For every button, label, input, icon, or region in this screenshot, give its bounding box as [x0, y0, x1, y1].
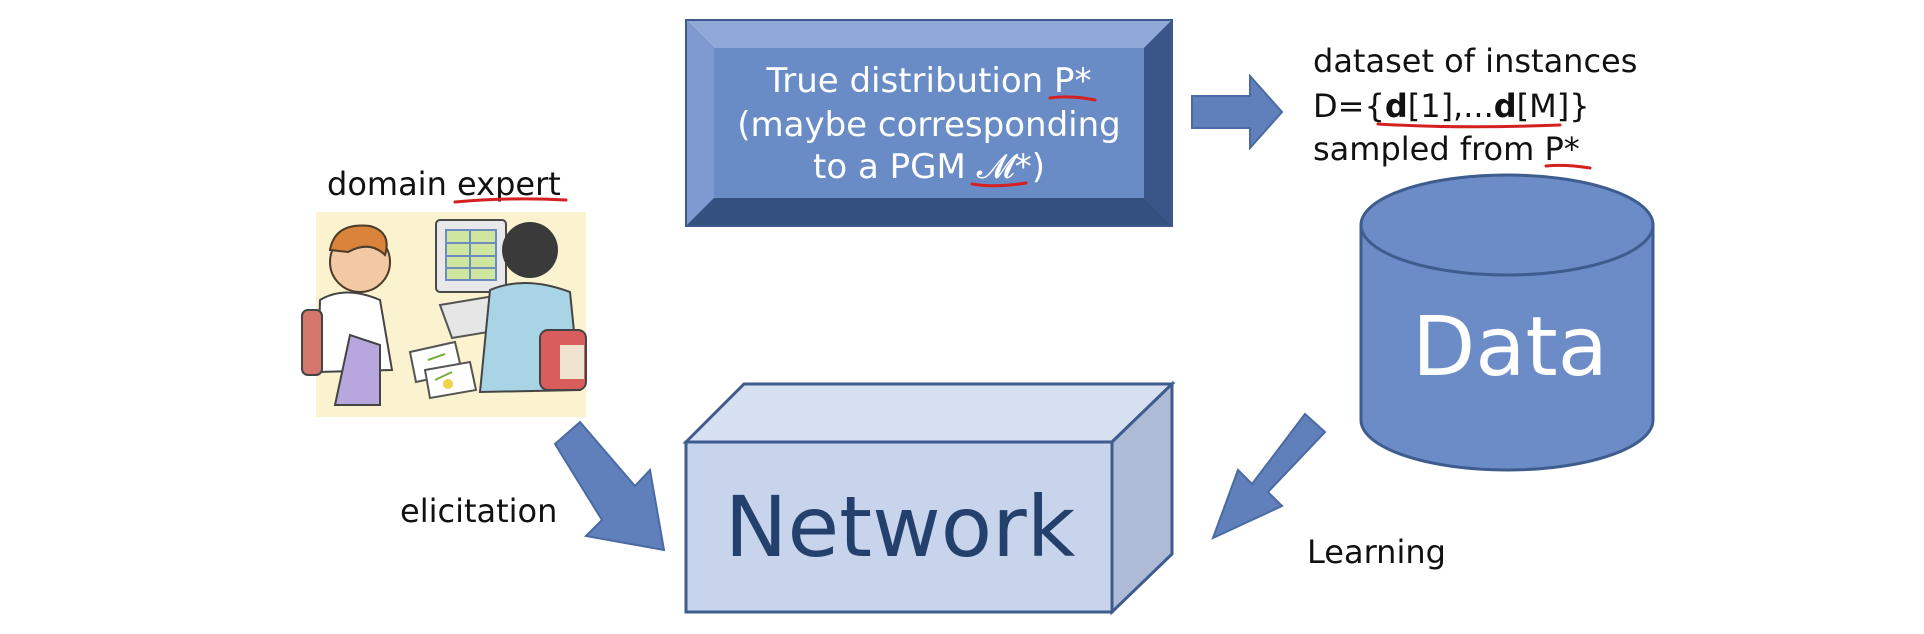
data-label: Data — [1412, 300, 1608, 395]
underline-p-star-top — [1048, 95, 1097, 102]
dataset-line3: sampled from P* — [1313, 130, 1580, 168]
network-label: Network — [725, 478, 1076, 576]
m-star-label: 𝓜* — [977, 147, 1032, 187]
dataset-line1: dataset of instances — [1313, 42, 1637, 80]
dataset-line2: D={d[1],...d[M]} — [1313, 87, 1590, 125]
clipart-people-at-computer-icon — [301, 212, 587, 417]
elicitation-arrow — [553, 420, 666, 552]
true-distribution-line1: True distribution P* — [765, 61, 1091, 101]
true-distribution-line2: (maybe corresponding — [737, 105, 1120, 145]
data-cylinder — [1359, 173, 1655, 472]
learning-arrow — [1211, 412, 1327, 540]
p-star-label: P* — [1054, 61, 1092, 101]
network-box — [682, 380, 1176, 616]
elicitation-label: elicitation — [400, 492, 557, 530]
learning-label: Learning — [1307, 533, 1446, 571]
true-distribution-line3: to a PGM 𝓜*) — [813, 147, 1045, 187]
right-arrow — [1191, 73, 1284, 151]
underline-p-star-right — [1544, 163, 1592, 170]
underline-dataset — [1376, 122, 1562, 129]
underline-expert — [453, 197, 568, 204]
domain-expert-label: domain expert — [327, 165, 561, 203]
underline-m-star — [970, 181, 1028, 188]
true-distribution-box — [685, 19, 1173, 227]
